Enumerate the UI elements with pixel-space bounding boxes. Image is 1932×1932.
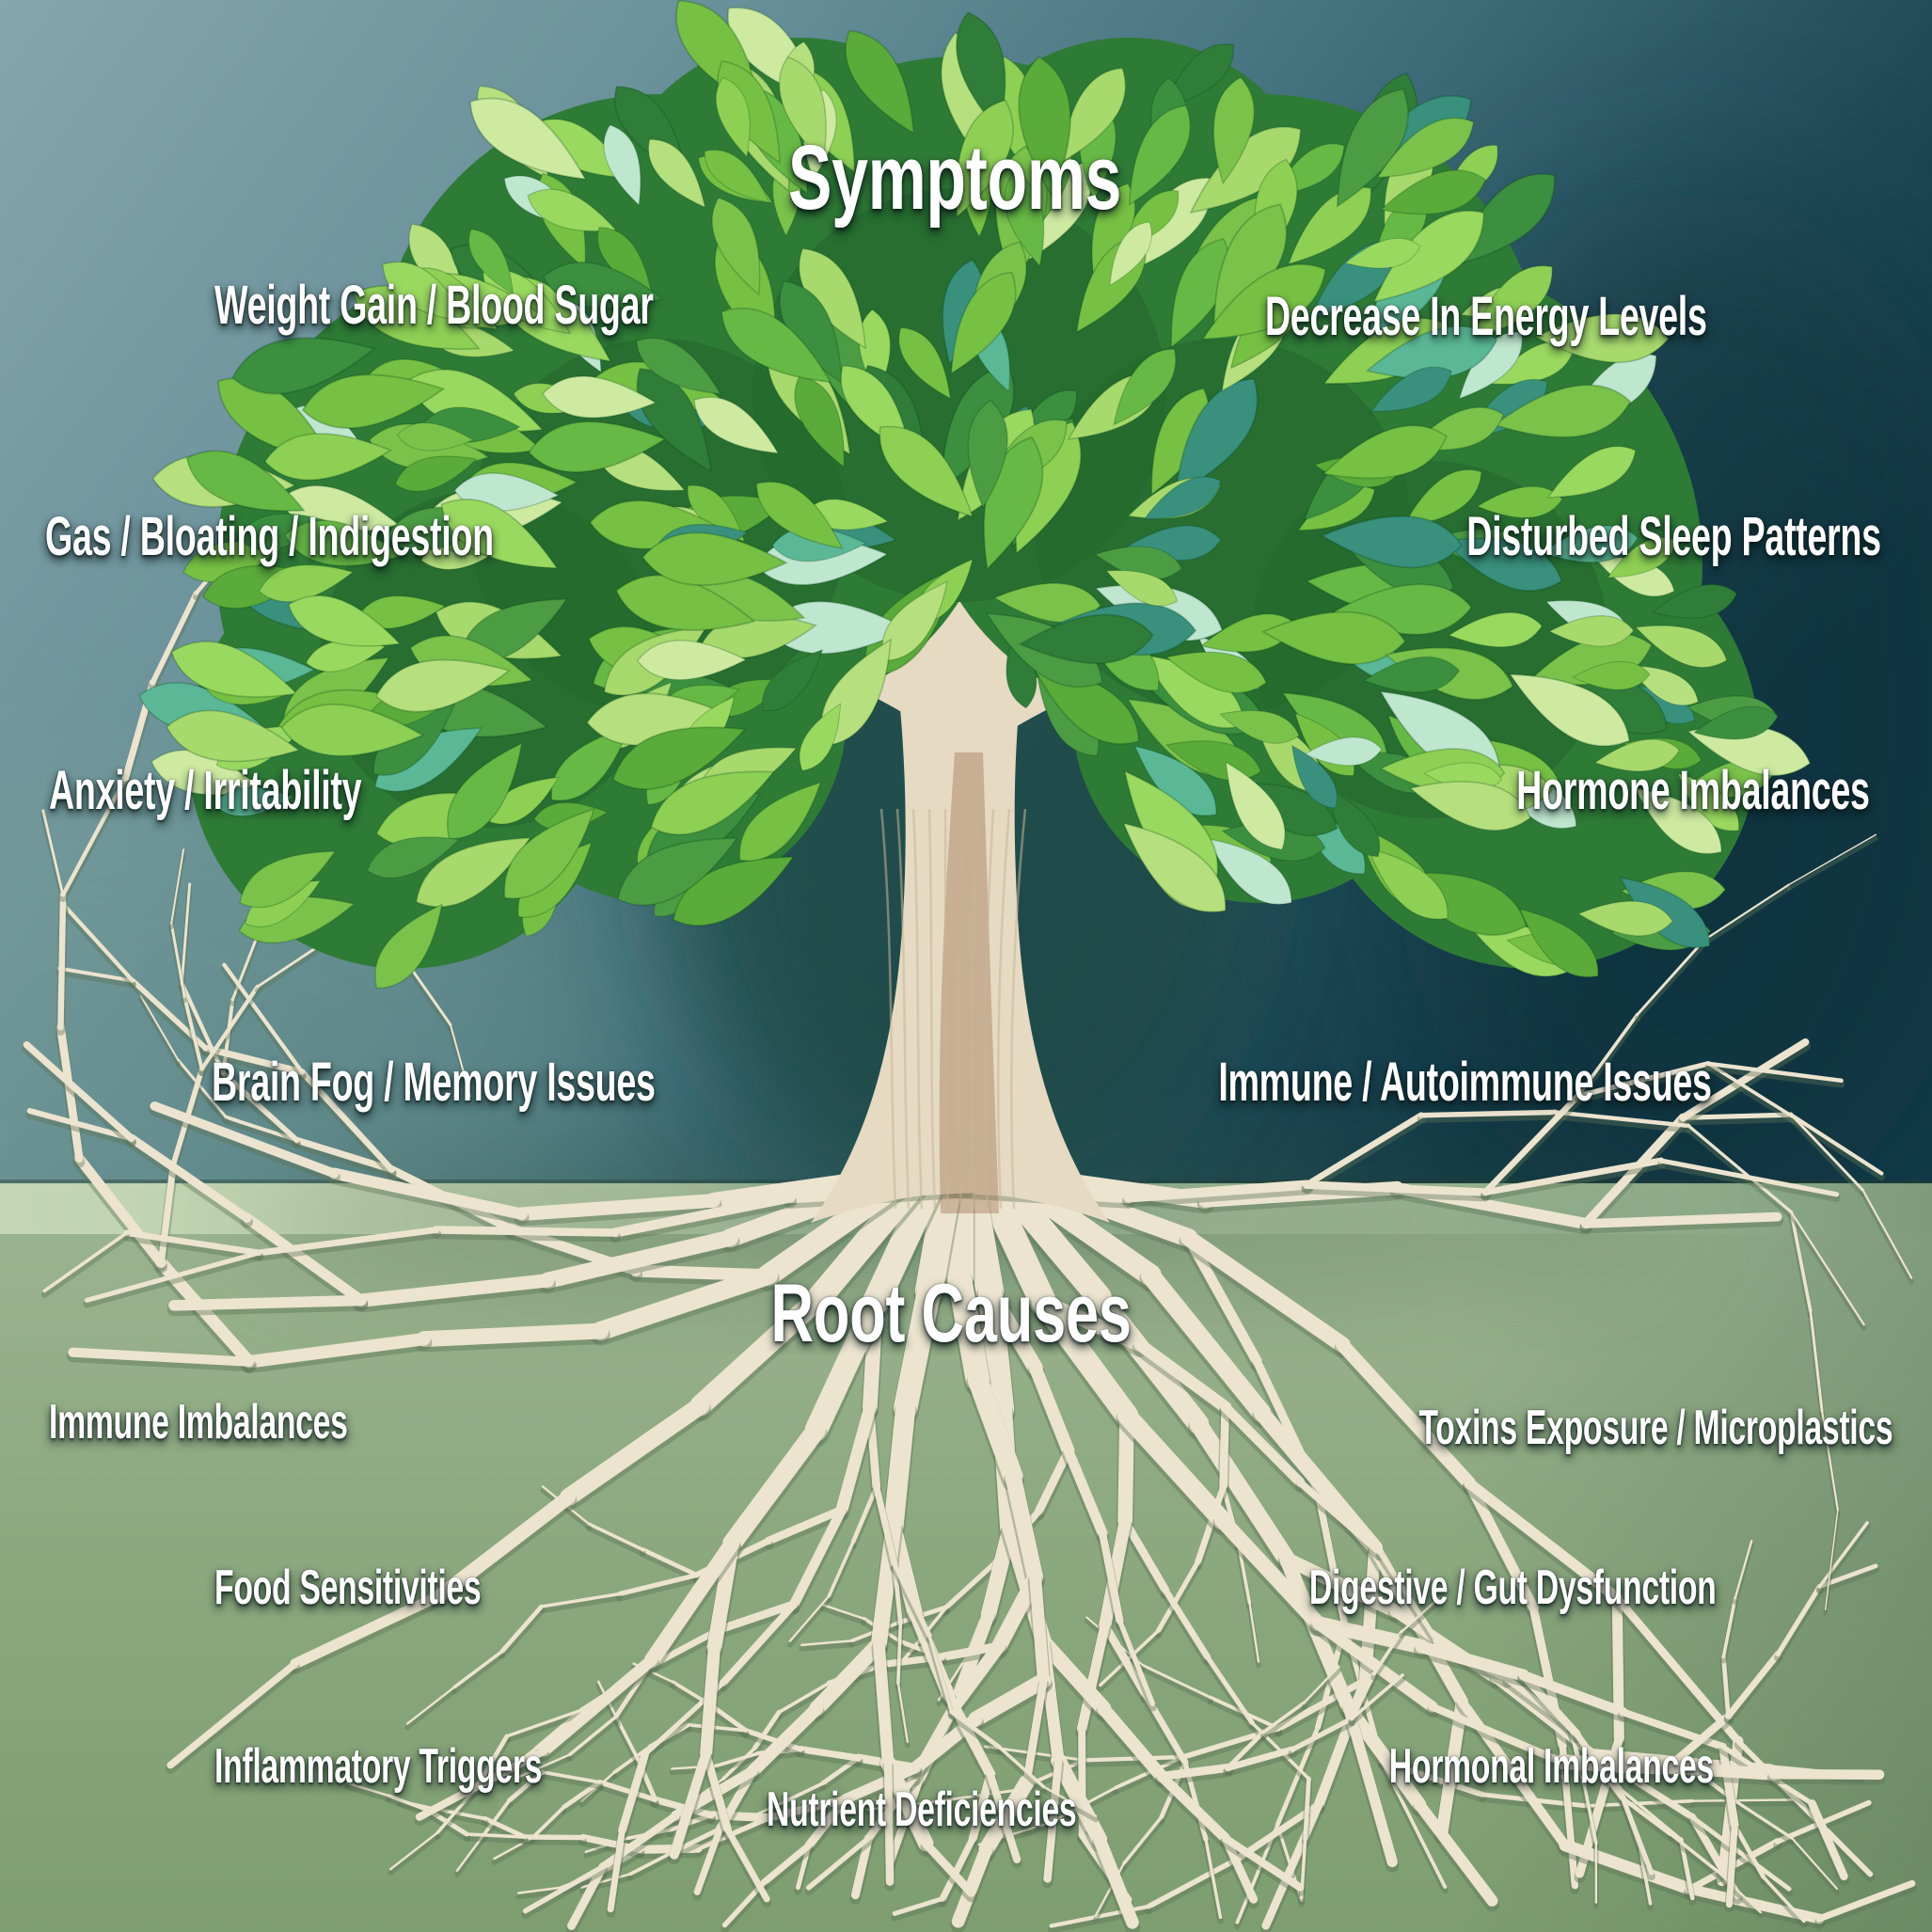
tree-roots — [22, 469, 1917, 1932]
canopy-leaves — [138, 0, 1812, 990]
symptoms-title: Symptoms — [787, 126, 1122, 229]
label-immune-autoimmune-issues: Immune / Autoimmune Issues — [1218, 1052, 1713, 1113]
label-disturbed-sleep-patterns: Disturbed Sleep Patterns — [1466, 506, 1881, 567]
label-hormone-imbalances: Hormone Imbalances — [1516, 760, 1871, 821]
label-inflammatory-triggers: Inflammatory Triggers — [214, 1739, 543, 1794]
label-gas-bloating-indigestion: Gas / Bloating / Indigestion — [45, 506, 494, 567]
label-digestive-gut-dysfunction: Digestive / Gut Dysfunction — [1308, 1560, 1716, 1615]
label-weight-gain-blood-sugar: Weight Gain / Blood Sugar — [214, 275, 654, 336]
label-decrease-energy-levels: Decrease In Energy Levels — [1265, 286, 1707, 347]
label-immune-imbalances: Immune Imbalances — [49, 1395, 348, 1449]
label-anxiety-irritability: Anxiety / Irritability — [49, 760, 362, 821]
trunk-grain-lines — [879, 808, 1027, 1210]
label-nutrient-deficiencies: Nutrient Deficiencies — [767, 1782, 1077, 1837]
root-causes-title: Root Causes — [770, 1266, 1132, 1359]
label-food-sensitivities: Food Sensitivities — [214, 1560, 482, 1615]
label-hormonal-imbalances: Hormonal Imbalances — [1388, 1739, 1714, 1794]
label-brain-fog-memory-issues: Brain Fog / Memory Issues — [212, 1052, 656, 1113]
label-toxins-microplastics: Toxins Exposure / Microplastics — [1418, 1401, 1892, 1455]
